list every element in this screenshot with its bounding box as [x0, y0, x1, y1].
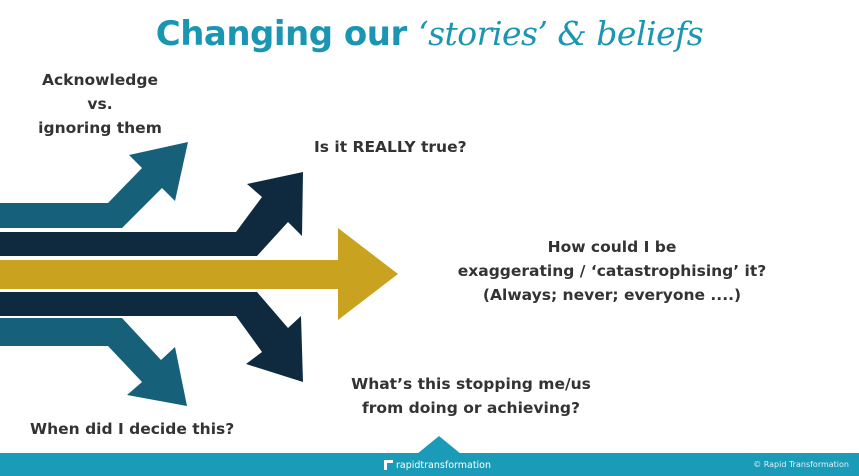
logo-text: rapidtransformation: [396, 459, 492, 471]
arrow-exaggerating: [0, 228, 398, 320]
footer-notch: [417, 436, 461, 454]
footer-logo: rapidtransformation: [384, 458, 491, 472]
label-exaggerating-line2: exaggerating / ‘catastrophising’ it?: [457, 262, 767, 280]
label-acknowledge-line3: ignoring them: [38, 119, 162, 137]
title-main: Changing our: [155, 14, 408, 54]
footer-bar: [0, 453, 859, 476]
label-stopping-line1: What’s this stopping me/us: [351, 375, 591, 393]
label-acknowledge-line2: vs.: [87, 95, 113, 113]
label-when-decide: When did I decide this?: [30, 420, 235, 438]
arrow-really-true: [0, 172, 303, 256]
label-exaggerating-line1: How could I be: [547, 238, 677, 256]
arrow-stopping: [0, 292, 303, 382]
label-really-true: Is it REALLY true?: [314, 138, 467, 156]
title-script: ‘stories’ & beliefs: [418, 14, 704, 53]
arrow-acknowledge: [0, 142, 188, 228]
label-acknowledge-line1: Acknowledge: [41, 71, 159, 89]
label-exaggerating: How could I be exaggerating / ‘catastrop…: [442, 235, 782, 307]
arrow-when-decide: [0, 318, 187, 406]
label-stopping-line2: from doing or achieving?: [362, 399, 580, 417]
slide-title: Changing our ‘stories’ & beliefs: [0, 14, 859, 54]
logo-icon: [384, 460, 393, 470]
label-stopping: What’s this stopping me/us from doing or…: [326, 372, 616, 420]
label-exaggerating-line3: (Always; never; everyone ....): [482, 286, 742, 304]
label-acknowledge: Acknowledge vs. ignoring them: [30, 68, 170, 140]
copyright-text: © Rapid Transformation: [753, 460, 849, 469]
